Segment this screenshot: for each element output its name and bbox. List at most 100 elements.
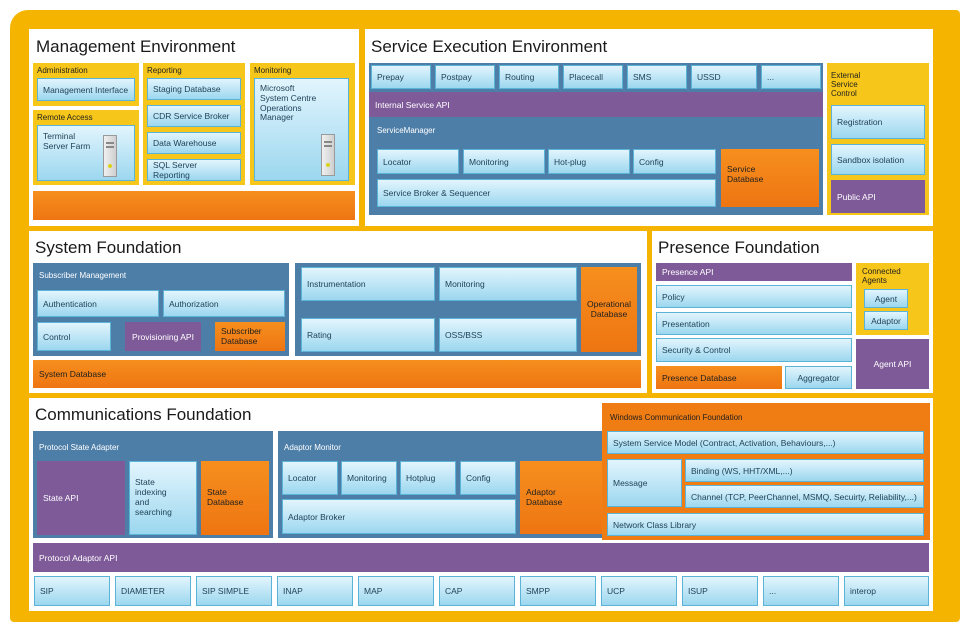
service-prepay: Prepay <box>371 65 431 89</box>
management-environment-panel: Management Environment Administration Ma… <box>29 29 359 226</box>
adaptor-monitor-label: Adaptor Monitor <box>284 443 341 452</box>
presentation-box: Presentation <box>656 312 852 335</box>
rating-box: Rating <box>301 318 435 352</box>
management-interface-box: Management Interface <box>37 78 135 101</box>
terminal-server-farm-box: Terminal Server Farm <box>37 125 135 181</box>
protocol-state-adapter-label: Protocol State Adapter <box>39 443 120 452</box>
management-orange-bar <box>33 191 355 220</box>
public-api-box: Public API <box>831 180 925 213</box>
sm-monitoring: Monitoring <box>463 149 545 174</box>
system-service-model-box: System Service Model (Contract, Activati… <box>607 431 924 454</box>
agent-api-box: Agent API <box>856 339 929 389</box>
am-locator: Locator <box>282 461 338 495</box>
remote-access-group: Remote Access Terminal Server Farm <box>33 110 139 185</box>
operations-group: Instrumentation Monitoring Rating OSS/BS… <box>295 263 641 356</box>
administration-label: Administration <box>37 66 88 75</box>
reporting-label: Reporting <box>147 66 182 75</box>
system-foundation-title: System Foundation <box>35 238 182 257</box>
server-icon <box>103 135 117 177</box>
service-execution-core: Prepay Postpay Routing Placecall SMS USS… <box>369 63 823 215</box>
communications-foundation-panel: Communications Foundation Protocol State… <box>29 398 933 611</box>
protocol-interop: interop <box>844 576 929 606</box>
agent-box: Agent <box>864 289 908 308</box>
protocol-inap: INAP <box>277 576 353 606</box>
sql-server-reporting-box: SQL Server Reporting <box>147 159 241 181</box>
management-title: Management Environment <box>36 37 236 56</box>
wcf-group: Windows Communication Foundation System … <box>602 403 930 540</box>
protocol-isup: ISUP <box>682 576 758 606</box>
adaptor-monitor-group: Adaptor Monitor Locator Monitoring Hotpl… <box>278 431 624 538</box>
provisioning-api-box: Provisioning API <box>125 322 201 351</box>
subscriber-management-label: Subscriber Management <box>39 271 127 280</box>
server-icon <box>321 134 335 176</box>
presence-foundation-panel: Presence Foundation Presence API Policy … <box>652 231 933 393</box>
reporting-group: Reporting Staging Database CDR Service B… <box>143 63 245 185</box>
state-database-box: State Database <box>201 461 269 535</box>
system-database-box: System Database <box>33 360 641 388</box>
protocol-smpp: SMPP <box>520 576 596 606</box>
binding-box: Binding (WS, HHT/XML,...) <box>685 459 924 482</box>
scom-box: Microsoft System Centre Operations Manag… <box>254 78 349 181</box>
external-service-control-label: External Service Control <box>831 71 861 99</box>
protocol-cap: CAP <box>439 576 515 606</box>
service-broker-sequencer-box: Service Broker & Sequencer <box>377 179 716 207</box>
policy-box: Policy <box>656 285 852 308</box>
state-api-box: State API <box>37 461 125 535</box>
service-ussd: USSD <box>691 65 757 89</box>
sm-config: Config <box>633 149 716 174</box>
presence-foundation-title: Presence Foundation <box>658 238 820 257</box>
cdr-service-broker-box: CDR Service Broker <box>147 105 241 127</box>
control-box: Control <box>37 322 111 351</box>
am-hotplug: Hotplug <box>400 461 456 495</box>
am-config: Config <box>460 461 516 495</box>
protocol-adaptor-api-box: Protocol Adaptor API <box>33 543 929 572</box>
service-manager-label: ServiceManager <box>377 126 436 135</box>
service-sms: SMS <box>627 65 687 89</box>
protocol-sip-simple: SIP SIMPLE <box>196 576 272 606</box>
subscriber-database-box: Subscriber Database <box>215 322 285 351</box>
monitoring-label: Monitoring <box>254 66 292 75</box>
protocol-more: ... <box>763 576 839 606</box>
terminal-server-farm-label: Terminal Server Farm <box>43 131 91 151</box>
protocol-map: MAP <box>358 576 434 606</box>
service-placecall: Placecall <box>563 65 623 89</box>
system-foundation-panel: System Foundation Subscriber Management … <box>29 231 647 393</box>
connected-agents-label: Connected Agents <box>862 267 901 286</box>
channel-box: Channel (TCP, PeerChannel, MSMQ, Secuirt… <box>685 485 924 508</box>
internal-service-api-box: Internal Service API <box>369 92 823 117</box>
data-warehouse-box: Data Warehouse <box>147 132 241 154</box>
protocol-sip: SIP <box>34 576 110 606</box>
network-class-library-box: Network Class Library <box>607 513 924 536</box>
presence-database-box: Presence Database <box>656 366 782 389</box>
authorization-box: Authorization <box>163 290 285 317</box>
external-service-control-group: External Service Control Registration Sa… <box>827 63 929 215</box>
sm-hot-plug: Hot-plug <box>548 149 630 174</box>
service-execution-title: Service Execution Environment <box>371 37 608 56</box>
service-database-box: Service Database <box>721 149 819 207</box>
sm-locator: Locator <box>377 149 459 174</box>
monitoring-box: Monitoring <box>439 267 577 301</box>
presence-api-box: Presence API <box>656 263 852 281</box>
state-indexing-box: State indexing and searching <box>129 461 197 535</box>
service-postpay: Postpay <box>435 65 495 89</box>
communications-foundation-title: Communications Foundation <box>35 405 252 424</box>
service-more: ... <box>761 65 821 89</box>
subscriber-management-group: Subscriber Management Authentication Aut… <box>33 263 289 356</box>
aggregator-box: Aggregator <box>785 366 852 389</box>
wcf-label: Windows Communication Foundation <box>610 413 743 422</box>
staging-database-box: Staging Database <box>147 78 241 100</box>
sandbox-isolation-box: Sandbox isolation <box>831 144 925 175</box>
remote-access-label: Remote Access <box>37 113 93 122</box>
authentication-box: Authentication <box>37 290 159 317</box>
registration-box: Registration <box>831 105 925 139</box>
security-control-box: Security & Control <box>656 338 852 362</box>
connected-agents-group: Connected Agents Agent Adaptor <box>856 263 929 335</box>
administration-group: Administration Management Interface <box>33 63 139 106</box>
service-execution-panel: Service Execution Environment Prepay Pos… <box>365 29 933 226</box>
protocol-diameter: DIAMETER <box>115 576 191 606</box>
oss-bss-box: OSS/BSS <box>439 318 577 352</box>
am-monitoring: Monitoring <box>341 461 397 495</box>
protocol-state-adapter-group: Protocol State Adapter State API State i… <box>33 431 273 538</box>
operational-database-box: Operational Database <box>581 267 637 352</box>
adaptor-broker-box: Adaptor Broker <box>282 499 516 534</box>
